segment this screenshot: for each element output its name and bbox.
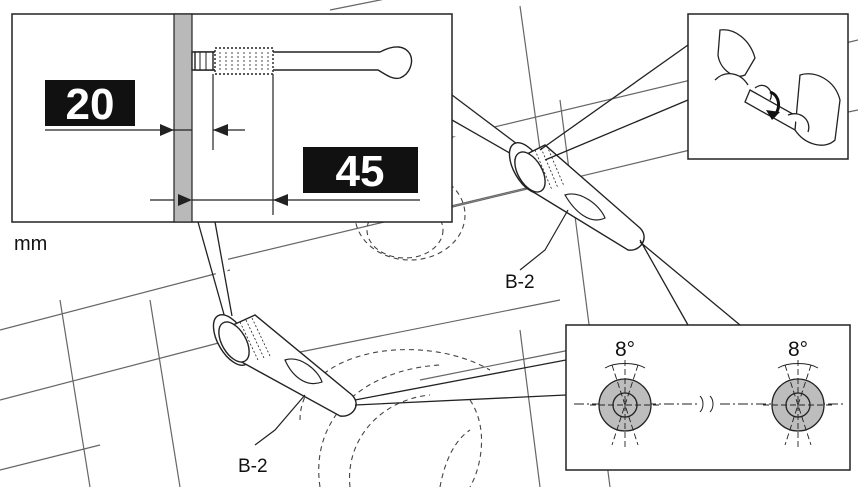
wall-section	[173, 13, 193, 223]
angle-diagram-right	[763, 360, 833, 450]
anchor-lower	[212, 314, 357, 417]
part-label-upper: B-2	[505, 272, 535, 293]
leader-upper	[519, 209, 569, 271]
angle-inset: 8° 8°	[354, 239, 851, 471]
anchor-upper-threads	[534, 145, 565, 191]
dimension-label-45: 45	[336, 147, 385, 196]
detail-box: 20 45	[11, 13, 526, 319]
dimension-arrows	[160, 124, 288, 206]
angle-label-right: 8°	[788, 338, 808, 361]
hands-illustration	[714, 29, 841, 146]
dimension-box-20	[45, 80, 135, 126]
dimension-label-20: 20	[66, 80, 115, 129]
angle-diagram-left	[590, 360, 660, 450]
angle-label-left: 8°	[615, 338, 635, 361]
part-label-lower: B-2	[238, 456, 268, 477]
dimension-box-45	[303, 147, 418, 193]
dimension-lines	[45, 74, 420, 215]
anchor-lower-threads	[239, 317, 271, 361]
unit-label: mm	[14, 233, 47, 255]
thread-pattern	[219, 52, 269, 70]
hand-inset	[539, 13, 849, 161]
anchor-upper	[508, 142, 645, 251]
leader-lower	[254, 394, 306, 446]
